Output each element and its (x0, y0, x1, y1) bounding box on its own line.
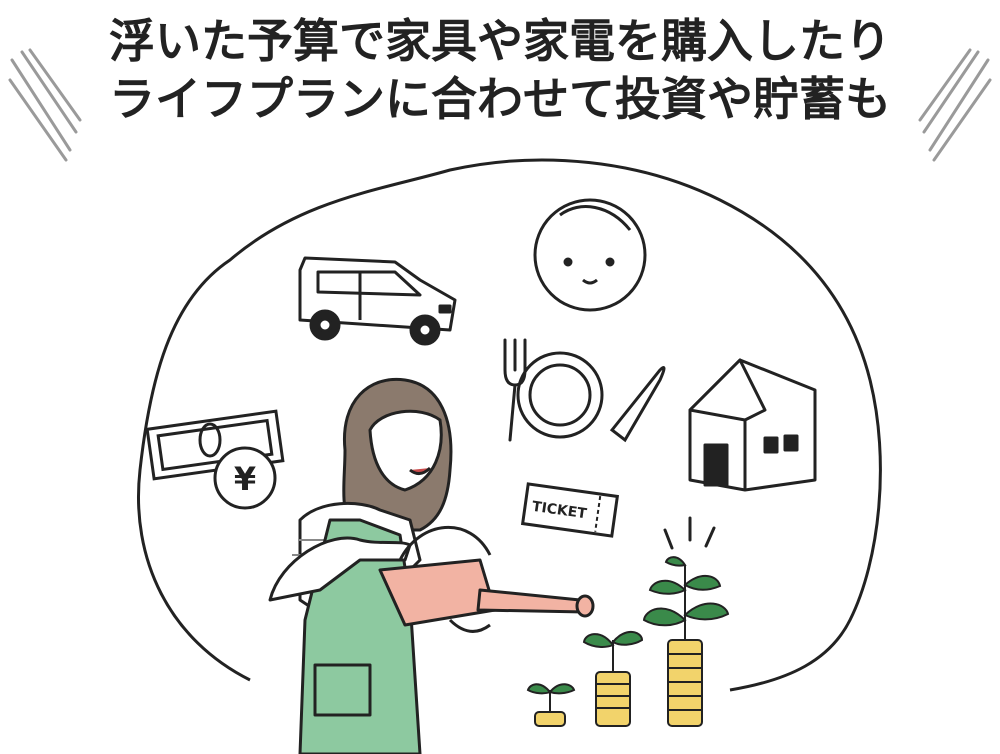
coin-stack-sprout-icon (526, 516, 730, 727)
large-stack (642, 556, 730, 727)
ticket-label: TICKET (531, 499, 588, 523)
sparkle-lines (663, 516, 716, 550)
emphasis-spikes-right (918, 48, 992, 162)
medium-stack (582, 631, 644, 727)
watering-can-icon (378, 526, 595, 633)
headline-line-2: ライフプランに合わせて投資や貯蓄も (109, 72, 891, 126)
baby-face-icon (533, 198, 647, 312)
thought-cloud (137, 158, 882, 692)
headline-line-1: 浮いた予算で家具や家電を購入したり (109, 14, 891, 68)
cutlery-plate-icon (503, 338, 666, 443)
headline: 浮いた予算で家具や家電を購入したり ライフプランに合わせて投資や貯蓄も (0, 12, 1000, 128)
ticket-icon: TICKET (520, 482, 620, 538)
emphasis-spikes-left (8, 48, 82, 162)
house-icon (688, 358, 817, 492)
car-icon (298, 256, 457, 346)
small-stack (526, 683, 576, 727)
yen-symbol: ¥ (234, 460, 256, 498)
yen-coin-icon: ¥ (213, 446, 277, 510)
